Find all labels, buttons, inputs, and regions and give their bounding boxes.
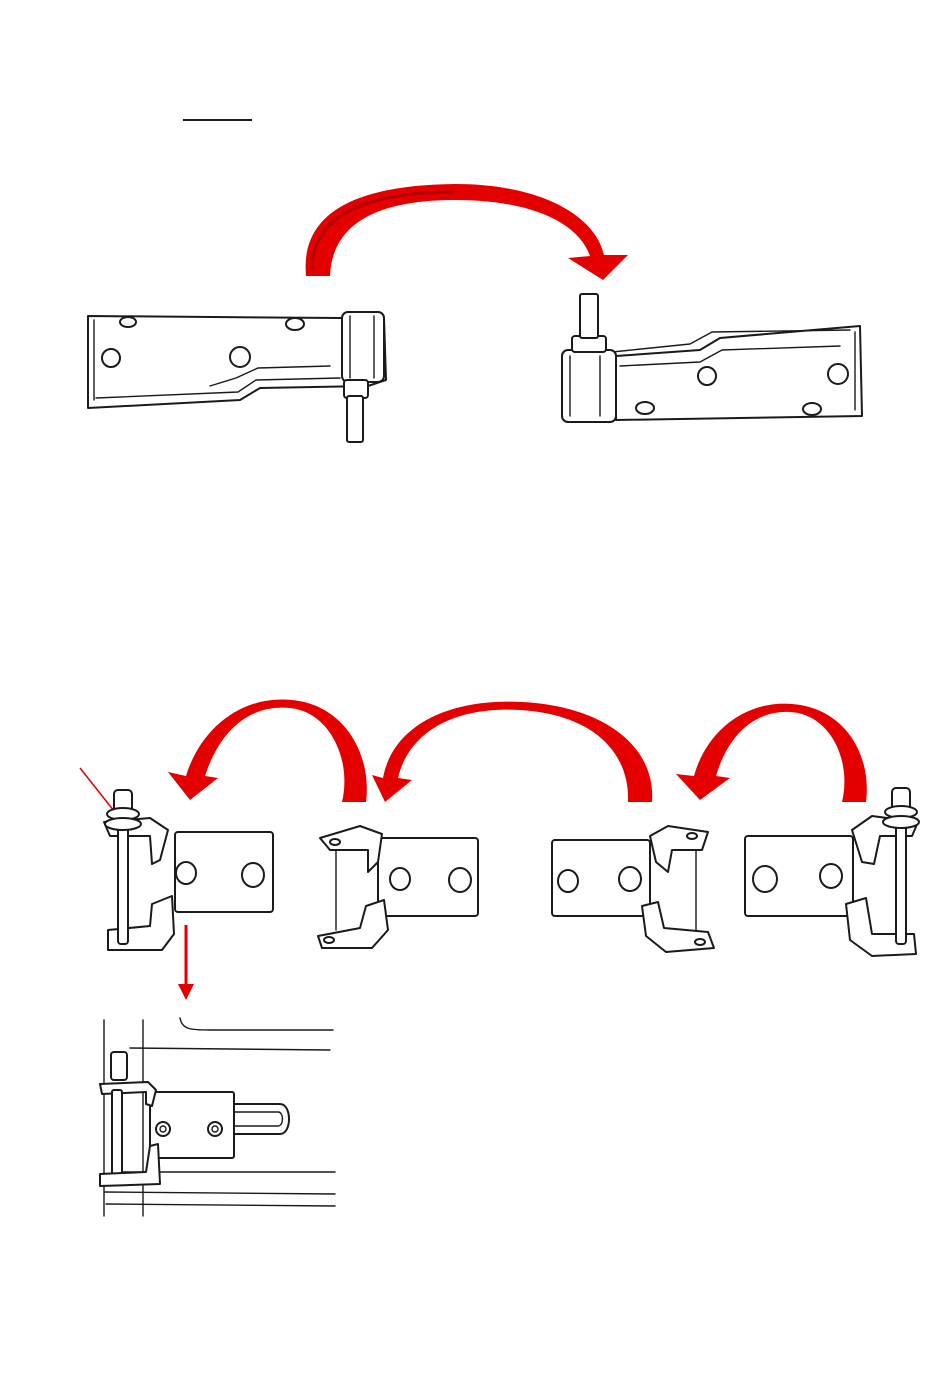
hinge-bracket-1 [104,790,273,950]
down-arrow [178,925,194,1000]
figure2-swap-arrow-b [372,702,652,802]
hinge-bracket-2 [318,826,478,948]
figure2-swap-arrow-c [676,704,867,802]
hinge-bracket-4 [745,788,919,956]
hinge-bracket-3 [552,826,714,952]
figure1-swap-arrow [306,184,628,280]
right-door-hinge [562,294,862,422]
figure2-swap-arrow-a [168,700,367,802]
installed-hinge-detail [100,1018,335,1216]
left-door-hinge [88,312,386,442]
